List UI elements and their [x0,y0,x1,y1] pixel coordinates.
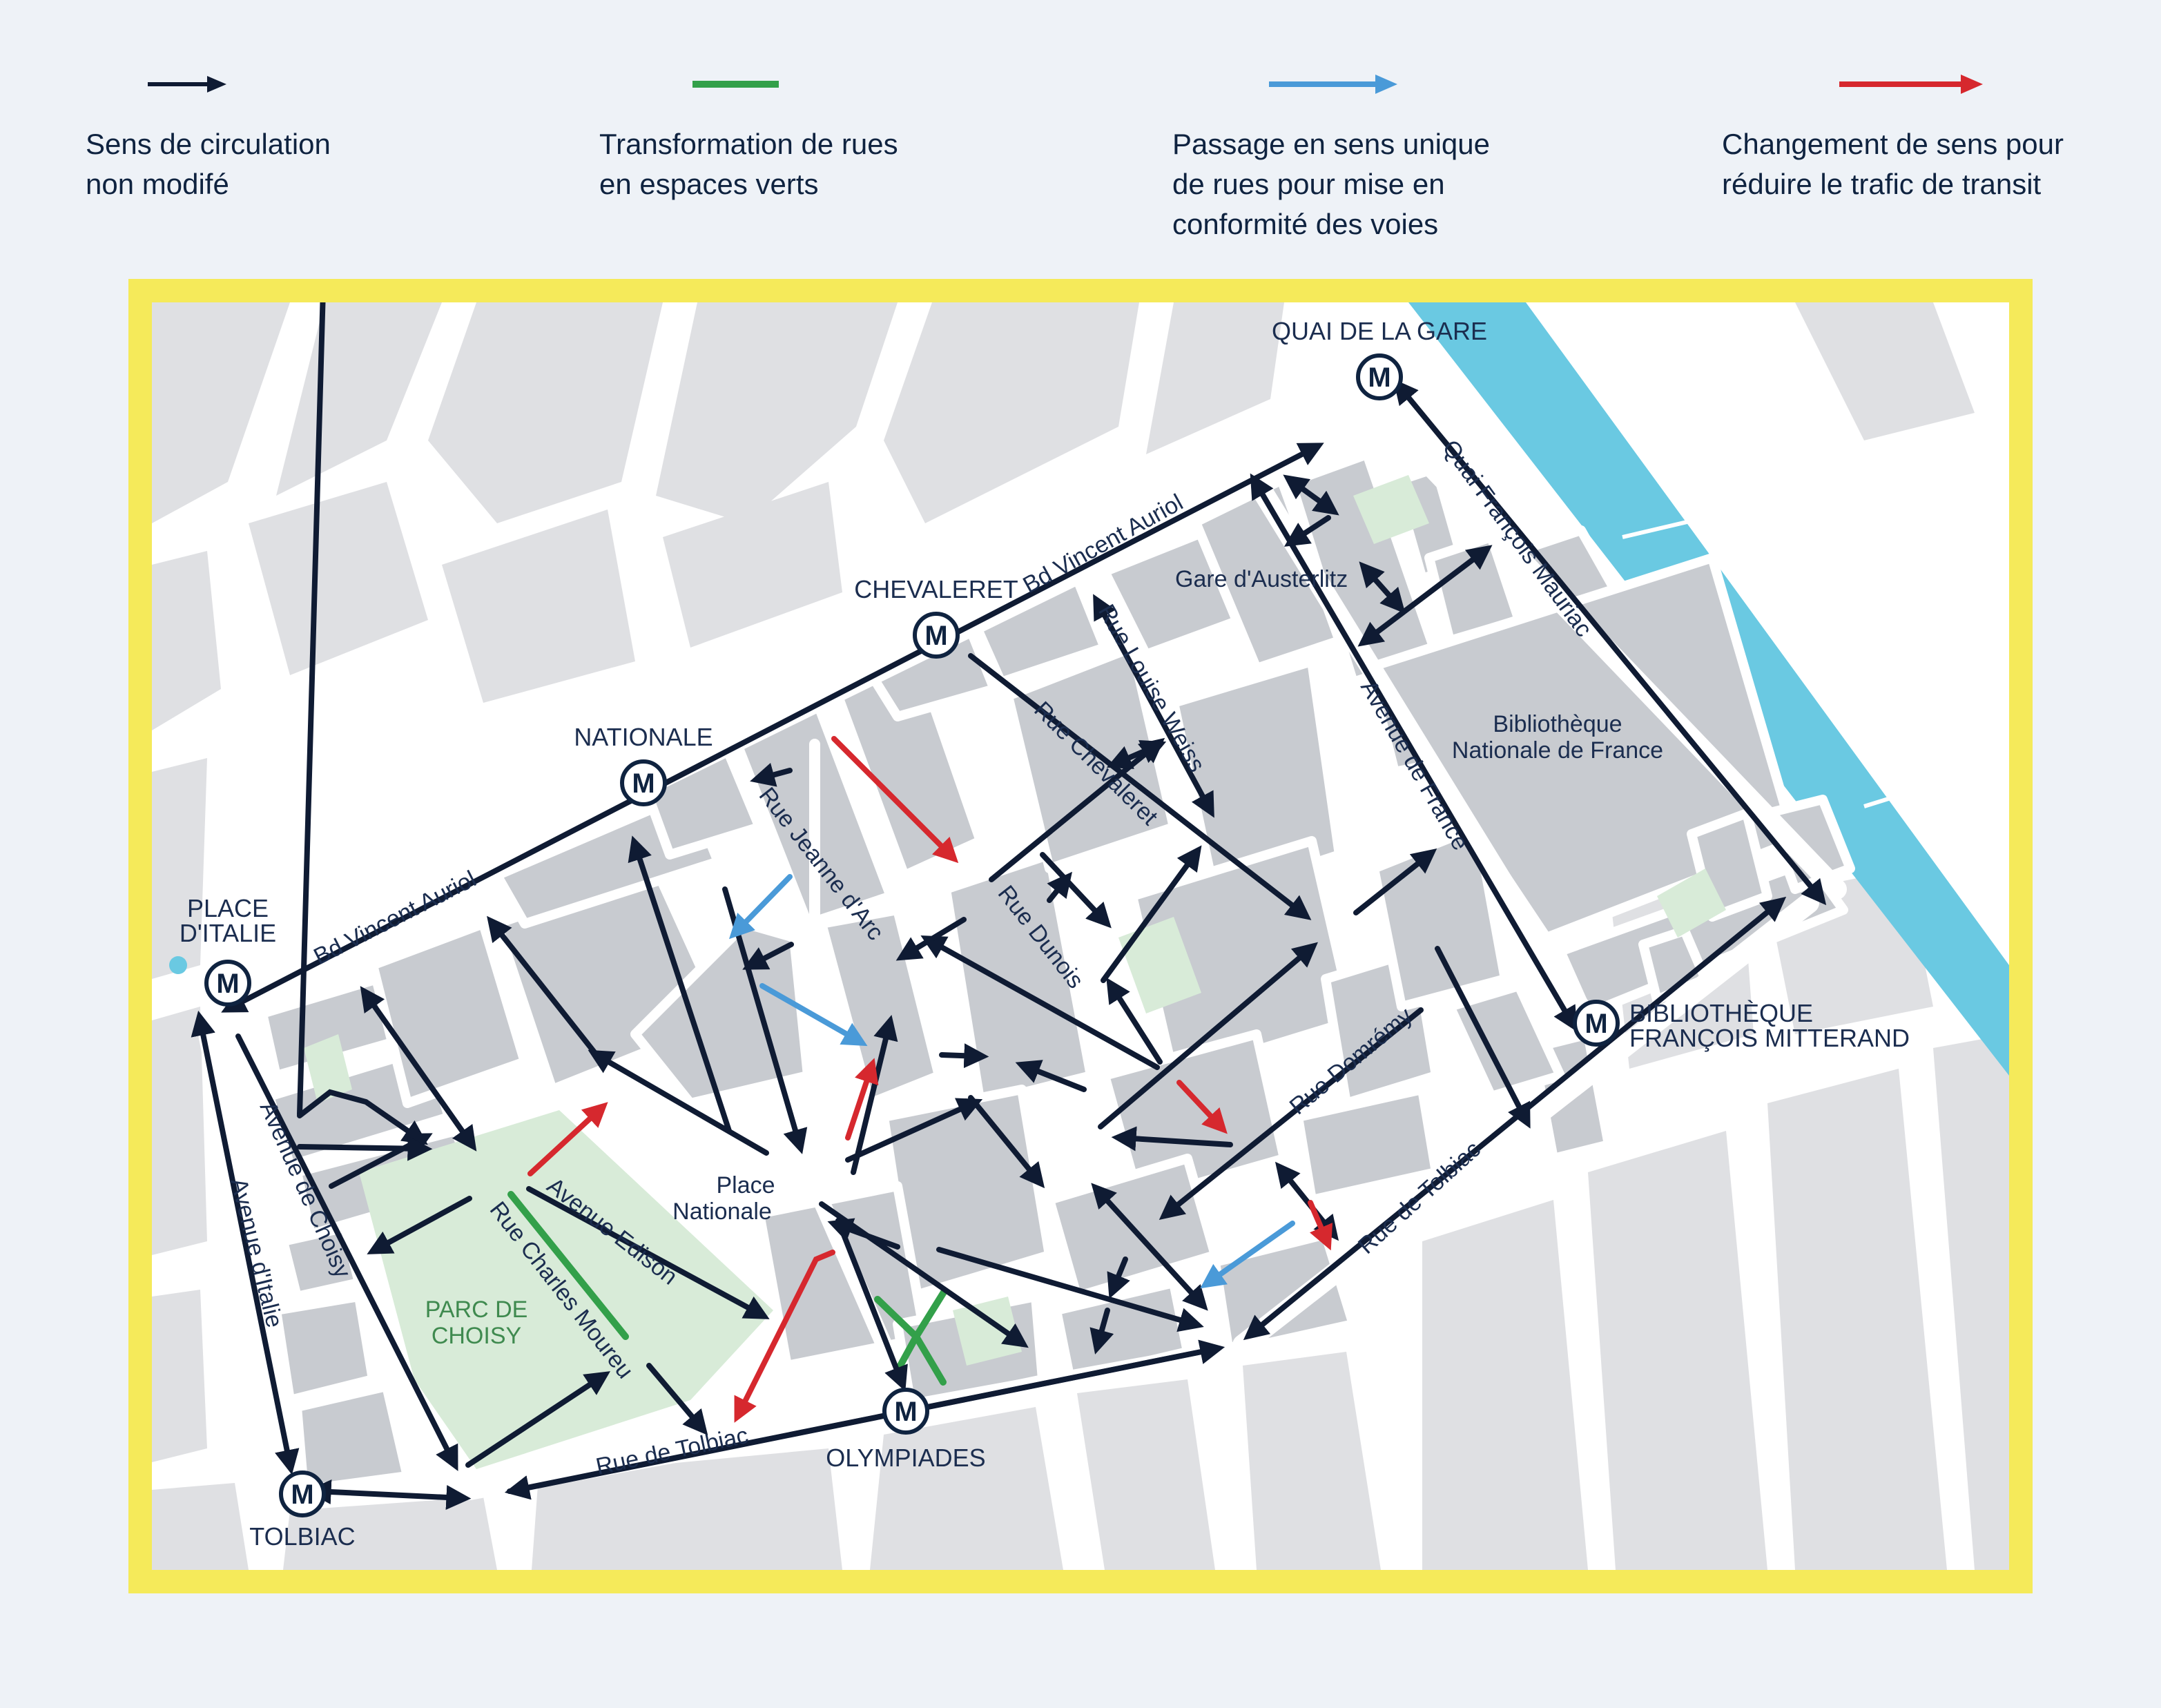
place-label: Bibliothèque [1493,711,1622,737]
metro-icon [913,612,960,659]
black-traffic-arrows [191,302,1827,1510]
metro-chevaleret: M CHEVALERET [854,575,1018,659]
metro-olympiades: M OLYMPIADES [826,1388,986,1472]
metro-stations: M QUAI DE LA GARE M CHEVALERET M NATIONA… [169,317,1910,1551]
red-arrow-icon [1839,75,1983,94]
place-label: Nationale [672,1198,772,1225]
place-label: Place [716,1172,775,1198]
metro-label: TOLBIAC [249,1522,355,1551]
black-arrow-icon [148,76,226,93]
metro-label: NATIONALE [574,723,713,751]
metro-quai-de-la-gare: M QUAI DE LA GARE [1272,317,1487,400]
street-label: Gare d'Austerlitz [1175,566,1348,592]
metro-icon [204,960,251,1007]
legend-item-green-spaces: Transformation de rues en espaces verts [599,62,898,204]
metro-icon [1356,353,1403,400]
metro-label: CHEVALERET [854,575,1018,603]
metro-icon [1573,1000,1620,1047]
legend-label: Transformation de rues en espaces verts [599,128,898,200]
legend-item-traffic-unchanged: Sens de circulation non modifé [86,62,331,204]
metro-symbol: M [632,768,655,799]
blue-oneway-arrows [728,874,1295,1289]
metro-symbol: M [291,1479,313,1510]
metro-label: PLACE [187,894,269,922]
park-label: PARC DE [425,1297,528,1323]
metro-tolbiac: M TOLBIAC [249,1471,356,1551]
metro-symbol: M [894,1397,917,1427]
legend-item-one-way: Passage en sens unique de rues pour mise… [1172,62,1490,244]
blue-arrow-icon [1269,75,1397,94]
legend-label: Changement de sens pour réduire le trafi… [1722,128,2064,200]
place-labels: Bibliothèque Nationale de France Place N… [425,711,1663,1349]
metro-label: D'ITALIE [180,919,276,947]
metro-place-italie: M PLACE D'ITALIE [169,894,276,1007]
metro-icon [279,1471,326,1517]
legend-item-direction-change: Changement de sens pour réduire le trafi… [1722,62,2064,204]
fountain-icon [169,956,187,974]
metro-label: OLYMPIADES [826,1444,985,1472]
metro-symbol: M [924,621,947,651]
metro-label: BIBLIOTHÈQUE [1629,999,1813,1027]
metro-nationale: M NATIONALE [574,723,713,806]
metro-label: FRANÇOIS MITTERAND [1629,1024,1910,1052]
park-label: CHOISY [432,1323,521,1349]
metro-label: QUAI DE LA GARE [1272,317,1487,345]
metro-icon [620,759,667,806]
place-label: Nationale de France [1452,737,1663,764]
red-direction-arrows [527,736,1333,1423]
legend-label: Passage en sens unique de rues pour mise… [1172,128,1491,240]
legend-label: Sens de circulation non modifé [86,128,331,200]
metro-bibliotheque: M BIBLIOTHÈQUE FRANÇOIS MITTERAND [1573,999,1910,1052]
metro-symbol: M [1368,362,1390,393]
metro-symbol: M [1585,1009,1607,1039]
map-frame: Bd Vincent Auriol Bd Vincent Auriol Gare… [128,279,2033,1593]
metro-symbol: M [216,969,239,999]
green-line-icon [692,81,779,88]
metro-icon [882,1388,929,1435]
legend: Sens de circulation non modifé Transform… [0,62,2161,269]
district-map: Bd Vincent Auriol Bd Vincent Auriol Gare… [152,302,2009,1570]
green-street-lines [507,1191,948,1386]
